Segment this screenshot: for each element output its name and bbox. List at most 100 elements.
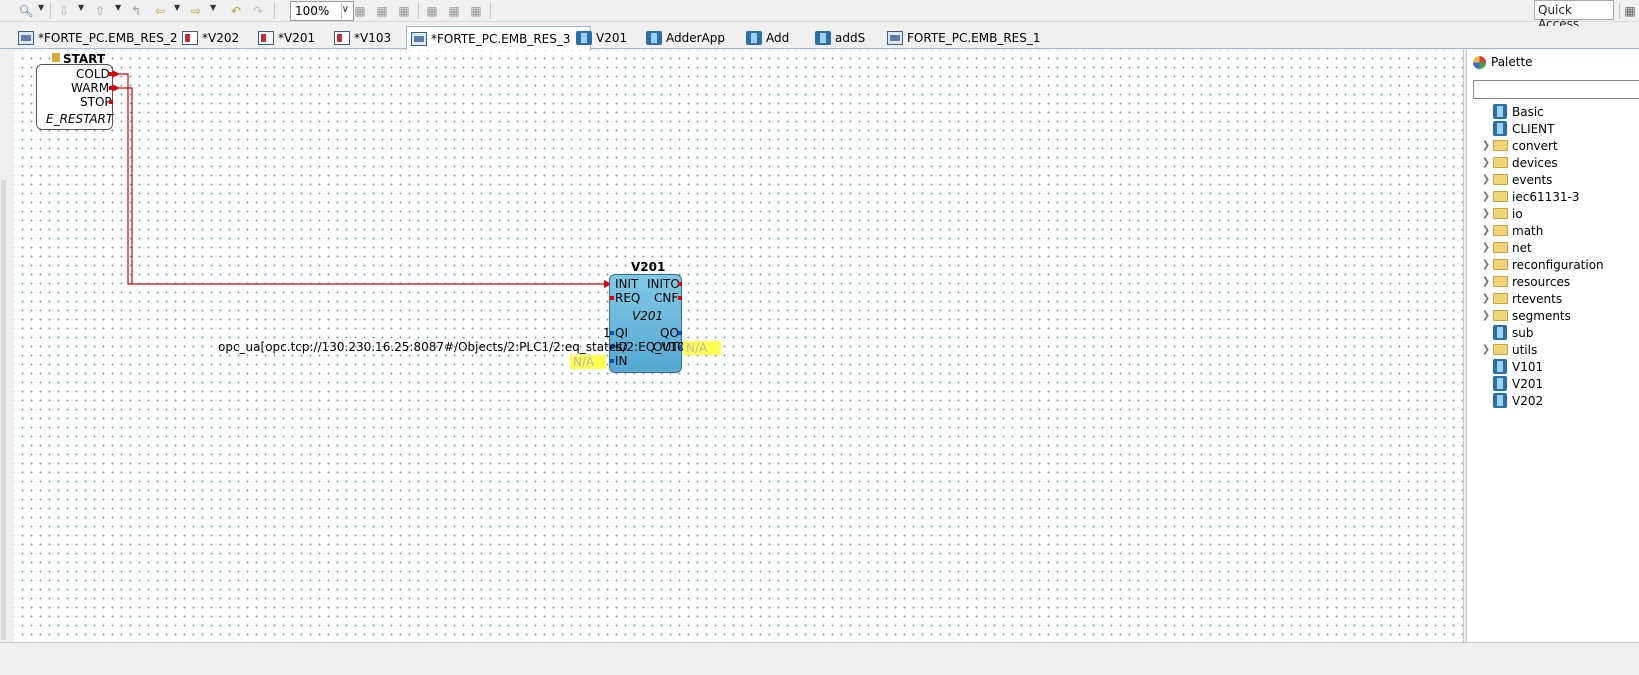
v201-data-output-qo[interactable]: QO <box>660 326 679 340</box>
v201-event-output-cnf[interactable]: CNF <box>654 291 679 305</box>
data-port-marker[interactable] <box>678 331 682 335</box>
data-port-marker[interactable] <box>610 359 614 363</box>
palette-item-sub[interactable]: sub <box>1479 324 1533 341</box>
data-port-marker[interactable] <box>610 331 614 335</box>
tab-v201-app[interactable]: *V201 <box>258 28 315 48</box>
tab-forte-pc-emb-res-3[interactable]: *FORTE_PC.EMB_RES_3 ✖ <box>406 26 591 50</box>
palette-item-basic[interactable]: Basic <box>1479 103 1544 120</box>
id-parameter-value[interactable]: opc_ua[opc.tcp://130.230.16.25:8087#/Obj… <box>218 340 697 354</box>
event-port-marker[interactable] <box>678 296 682 300</box>
diagram-canvas[interactable] <box>14 50 1464 642</box>
palette-item-rtevents[interactable]: ❯rtevents <box>1479 290 1562 307</box>
start-output-warm[interactable]: WARM <box>71 81 110 95</box>
palette-item-math[interactable]: ❯math <box>1479 222 1544 239</box>
start-output-stop[interactable]: STOP <box>80 95 112 109</box>
palette-item-io[interactable]: ❯io <box>1479 205 1523 222</box>
tab-forte-pc-emb-res-2[interactable]: *FORTE_PC.EMB_RES_2 <box>18 28 178 48</box>
event-port-marker[interactable] <box>109 86 113 90</box>
start-block-name[interactable]: START <box>63 52 106 66</box>
chevron-right-icon[interactable]: ❯ <box>1481 242 1491 253</box>
tab-adds[interactable]: addS <box>815 28 865 48</box>
chevron-right-icon[interactable]: ❯ <box>1481 225 1491 236</box>
tab-v201-fb[interactable]: V201 <box>576 28 627 48</box>
back-icon[interactable]: ⇦ <box>154 3 166 18</box>
palette-item-convert[interactable]: ❯convert <box>1479 137 1558 154</box>
next-annotation-icon[interactable]: ⇩ <box>58 3 70 18</box>
palette-item-reconfiguration[interactable]: ❯reconfiguration <box>1479 256 1639 273</box>
chevron-right-icon[interactable]: ❯ <box>1481 310 1491 321</box>
forward-dropdown-icon[interactable]: ▼ <box>210 3 217 12</box>
start-function-block[interactable] <box>36 64 113 130</box>
chevron-right-icon[interactable]: ❯ <box>1481 276 1491 287</box>
tab-v202[interactable]: *V202 <box>182 28 239 48</box>
zoom-tool-dropdown-icon[interactable]: ▼ <box>38 3 45 12</box>
align-center-icon[interactable]: ▦ <box>376 3 388 18</box>
tab-v103[interactable]: *V103 <box>334 28 391 48</box>
cold-to-init-connection[interactable] <box>116 73 610 285</box>
chevron-right-icon[interactable]: ❯ <box>1481 157 1491 168</box>
event-port-marker[interactable] <box>610 296 614 300</box>
palette-item-devices[interactable]: ❯devices <box>1479 154 1558 171</box>
palette-item-client[interactable]: CLIENT <box>1479 120 1555 137</box>
tab-adderapp[interactable]: AdderApp <box>646 28 725 48</box>
align-top-icon[interactable]: ▦ <box>426 3 438 18</box>
next-annotation-dropdown-icon[interactable]: ▼ <box>78 3 85 12</box>
chevron-down-icon[interactable]: ∨ <box>341 4 349 15</box>
previous-annotation-icon[interactable]: ⇧ <box>94 3 106 18</box>
align-right-icon[interactable]: ▦ <box>398 3 410 18</box>
v201-data-output-out[interactable]: OUT <box>653 340 679 354</box>
palette-header[interactable]: Palette <box>1473 54 1533 70</box>
v201-event-input-req[interactable]: REQ <box>615 291 641 305</box>
chevron-right-icon[interactable]: ❯ <box>1481 259 1491 270</box>
event-port-marker[interactable] <box>678 282 682 286</box>
palette-item-net[interactable]: ❯net <box>1479 239 1532 256</box>
zoom-tool-icon[interactable]: 🔍︎ <box>18 3 34 18</box>
redo-icon[interactable]: ↷ <box>252 3 264 18</box>
event-port-marker[interactable] <box>109 72 113 76</box>
chevron-right-icon[interactable]: ❯ <box>1481 174 1491 185</box>
palette-item-utils[interactable]: ❯utils <box>1479 341 1537 358</box>
quick-access-input[interactable]: Quick Access <box>1534 0 1614 31</box>
v201-event-output-inito[interactable]: INITO <box>647 277 680 291</box>
in-parameter-value[interactable]: N/A <box>570 355 606 369</box>
v201-event-input-init[interactable]: INIT <box>615 277 639 291</box>
last-edit-location-icon[interactable]: ↰ <box>130 3 142 18</box>
start-output-cold[interactable]: COLD <box>76 67 110 81</box>
v201-data-input-id[interactable]: ID <box>615 340 628 354</box>
tab-add[interactable]: Add <box>746 28 789 48</box>
palette-item-events[interactable]: ❯events <box>1479 171 1553 188</box>
zoom-combo[interactable]: 100% ∨ <box>290 1 354 21</box>
chevron-right-icon[interactable]: ❯ <box>1481 344 1491 355</box>
data-port-marker[interactable] <box>610 345 614 349</box>
align-bottom-icon[interactable]: ▦ <box>470 3 482 18</box>
event-port-marker[interactable] <box>109 100 113 104</box>
align-middle-icon[interactable]: ▦ <box>448 3 460 18</box>
v201-block-name[interactable]: V201 <box>631 260 666 274</box>
qi-parameter-value[interactable]: 1 <box>603 326 611 340</box>
palette-item-v201[interactable]: V201 <box>1479 375 1543 392</box>
v201-data-input-qi[interactable]: QI <box>615 326 628 340</box>
palette-item-iec61131-3[interactable]: ❯iec61131-3 <box>1479 188 1580 205</box>
tab-forte-pc-emb-res-1[interactable]: FORTE_PC.EMB_RES_1 <box>887 28 1041 48</box>
data-port-marker[interactable] <box>678 345 682 349</box>
palette-item-segments[interactable]: ❯segments <box>1479 307 1571 324</box>
palette-search-input[interactable] <box>1473 80 1639 99</box>
palette-item-resources[interactable]: ❯resources <box>1479 273 1570 290</box>
chevron-right-icon[interactable]: ❯ <box>1481 208 1491 219</box>
palette-item-v202[interactable]: V202 <box>1479 392 1543 409</box>
align-left-icon[interactable]: ▦ <box>354 3 366 18</box>
undo-icon[interactable]: ↶ <box>230 3 242 18</box>
v201-function-block[interactable] <box>609 274 682 373</box>
chevron-right-icon[interactable]: ❯ <box>1481 140 1491 151</box>
palette-item-v101[interactable]: V101 <box>1479 358 1543 375</box>
back-dropdown-icon[interactable]: ▼ <box>174 3 181 12</box>
warm-to-init-connection[interactable] <box>116 87 133 284</box>
forward-icon[interactable]: ⇨ <box>190 3 202 18</box>
vertical-scrollbar[interactable] <box>1 180 6 640</box>
open-perspective-icon[interactable]: ▦ <box>1624 3 1636 18</box>
v201-data-input-in[interactable]: IN <box>615 354 628 368</box>
chevron-right-icon[interactable]: ❯ <box>1481 293 1491 304</box>
previous-annotation-dropdown-icon[interactable]: ▼ <box>115 3 122 12</box>
out-parameter-value[interactable]: N/A <box>683 341 721 355</box>
chevron-right-icon[interactable]: ❯ <box>1481 191 1491 202</box>
